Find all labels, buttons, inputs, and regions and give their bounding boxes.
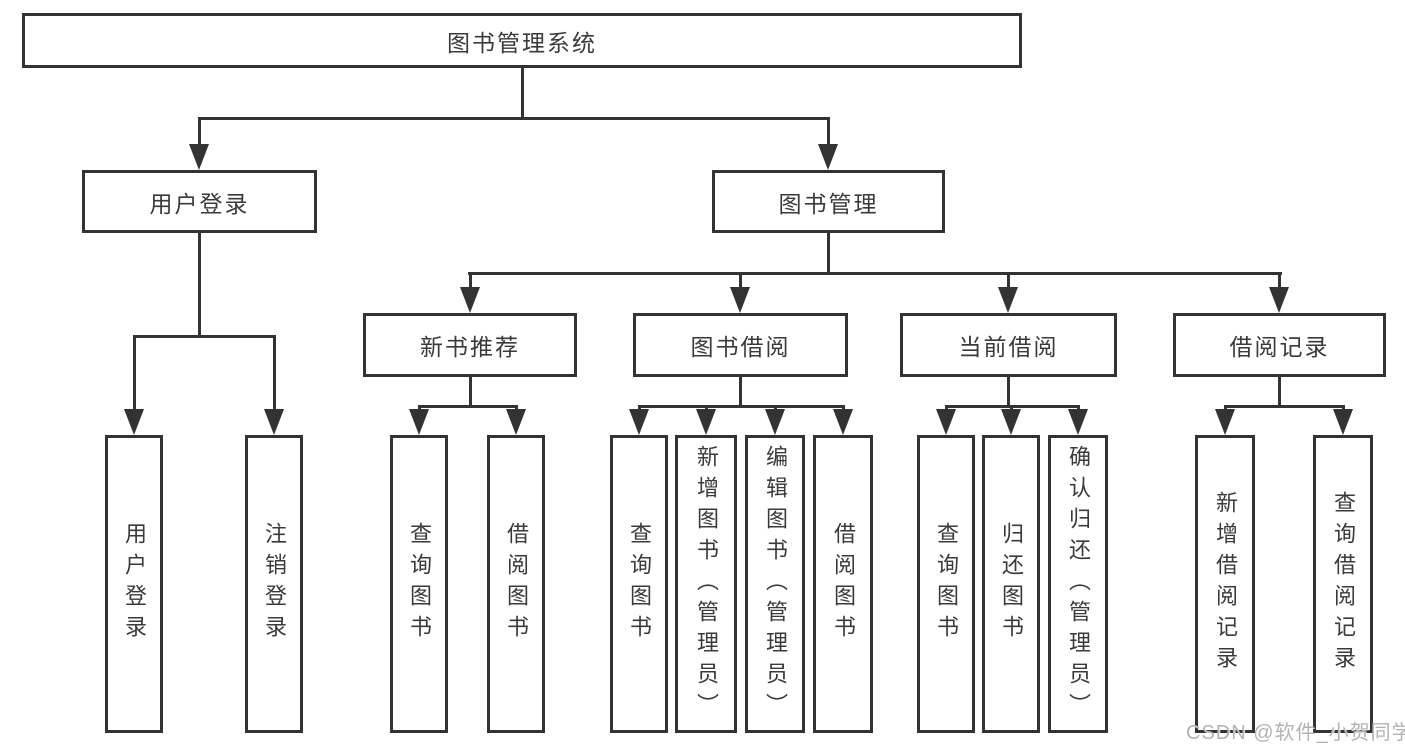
connector-shaft [418,405,421,411]
arrow-down-icon [409,409,429,435]
arrow-down-icon [460,287,480,313]
node-root-label: 图书管理系统 [447,29,597,56]
connector-shaft [1077,405,1080,411]
connector-shaft-borrow [739,272,742,287]
leaf-borrow-edit-admin: 编辑图书（管理员） [745,435,805,733]
connector-user-login-rail [133,335,276,338]
arrow-down-icon [1269,287,1289,313]
arrow-down-icon [1068,409,1088,435]
leaf-new-book-query: 查询图书 [390,435,448,733]
connector-shaft [945,405,948,411]
arrow-down-icon [818,144,838,170]
leaf-record-query: 查询借阅记录 [1313,435,1373,733]
connector-user-login-stem [198,233,201,335]
node-user-login: 用户登录 [82,170,317,233]
connector-shaft [1342,405,1345,411]
connector-shaft [1010,405,1013,411]
connector-borrow-rail [638,405,845,408]
connector-current-stem [1007,377,1010,405]
connector-root-stem [521,68,524,117]
arrow-down-icon [730,287,750,313]
leaf-current-confirm-admin: 确认归还（管理员） [1048,435,1108,733]
connector-shaft-current [1007,272,1010,287]
leaf-borrow-borrow: 借阅图书 [813,435,873,733]
connector-book-mgmt-rail [468,272,1282,275]
leaf-borrow-query: 查询图书 [610,435,668,733]
node-borrow: 图书借阅 [633,313,848,377]
node-current-label: 当前借阅 [958,334,1059,360]
connector-shaft-logout-leaf [273,335,276,409]
arrow-down-icon [1333,409,1353,435]
node-new-book: 新书推荐 [363,313,577,377]
connector-shaft [705,405,708,411]
connector-shaft [1224,405,1227,411]
connector-shaft [515,405,518,411]
node-user-login-label: 用户登录 [149,190,250,217]
leaf-borrow-borrow-label: 借阅图书 [831,522,856,646]
node-new-book-label: 新书推荐 [420,334,520,360]
node-root: 图书管理系统 [22,13,1022,68]
connector-records-rail [1224,405,1345,408]
leaf-user-login: 用户登录 [105,435,163,733]
arrow-down-icon [189,144,209,170]
arrow-down-icon [1001,409,1021,435]
arrow-down-icon [506,409,526,435]
leaf-new-book-query-label: 查询图书 [407,522,432,646]
node-records: 借阅记录 [1173,313,1386,377]
connector-shaft [638,405,641,411]
leaf-logout: 注销登录 [245,435,303,733]
arrow-down-icon [629,409,649,435]
node-current: 当前借阅 [900,313,1117,377]
arrow-down-icon [936,409,956,435]
leaf-user-login-label: 用户登录 [122,522,147,646]
arrow-down-icon [998,287,1018,313]
leaf-borrow-query-label: 查询图书 [627,522,652,646]
connector-root-rail [198,117,830,120]
connector-new-book-stem [469,377,472,405]
arrow-down-icon [1215,409,1235,435]
node-borrow-label: 图书借阅 [690,334,791,360]
node-book-mgmt: 图书管理 [712,170,945,233]
connector-records-stem [1278,377,1281,405]
leaf-new-book-borrow-label: 借阅图书 [504,522,529,646]
connector-book-mgmt-stem [827,233,830,272]
leaf-current-query: 查询图书 [917,435,975,733]
leaf-record-add-label: 新增借阅记录 [1213,491,1238,677]
leaf-current-return-label: 归还图书 [999,522,1024,646]
leaf-borrow-add-admin: 新增图书（管理员） [675,435,737,733]
connector-shaft-login-leaf [133,335,136,409]
leaf-current-return: 归还图书 [982,435,1040,733]
connector-shaft-book-mgmt [827,117,830,144]
leaf-logout-label: 注销登录 [262,522,287,646]
arrow-down-icon [765,409,785,435]
leaf-new-book-borrow: 借阅图书 [487,435,545,733]
connector-shaft [842,405,845,411]
arrow-down-icon [833,409,853,435]
connector-shaft-user-login [198,117,201,144]
arrow-down-icon [264,409,284,435]
leaf-record-add: 新增借阅记录 [1195,435,1255,733]
leaf-current-confirm-admin-label: 确认归还（管理员） [1066,444,1091,724]
leaf-current-query-label: 查询图书 [934,522,959,646]
connector-shaft-new-book [469,272,472,287]
leaf-borrow-add-admin-label: 新增图书（管理员） [694,444,719,724]
watermark-text: CSDN @软件_小贺同学 [1186,722,1405,744]
connector-new-book-rail [418,405,518,408]
node-records-label: 借阅记录 [1229,334,1330,360]
arrow-down-icon [124,409,144,435]
connector-borrow-stem [739,377,742,405]
connector-shaft-records [1278,272,1281,287]
arrow-down-icon [696,409,716,435]
leaf-record-query-label: 查询借阅记录 [1331,491,1356,677]
node-book-mgmt-label: 图书管理 [778,190,879,217]
connector-shaft [774,405,777,411]
leaf-borrow-edit-admin-label: 编辑图书（管理员） [763,444,788,724]
